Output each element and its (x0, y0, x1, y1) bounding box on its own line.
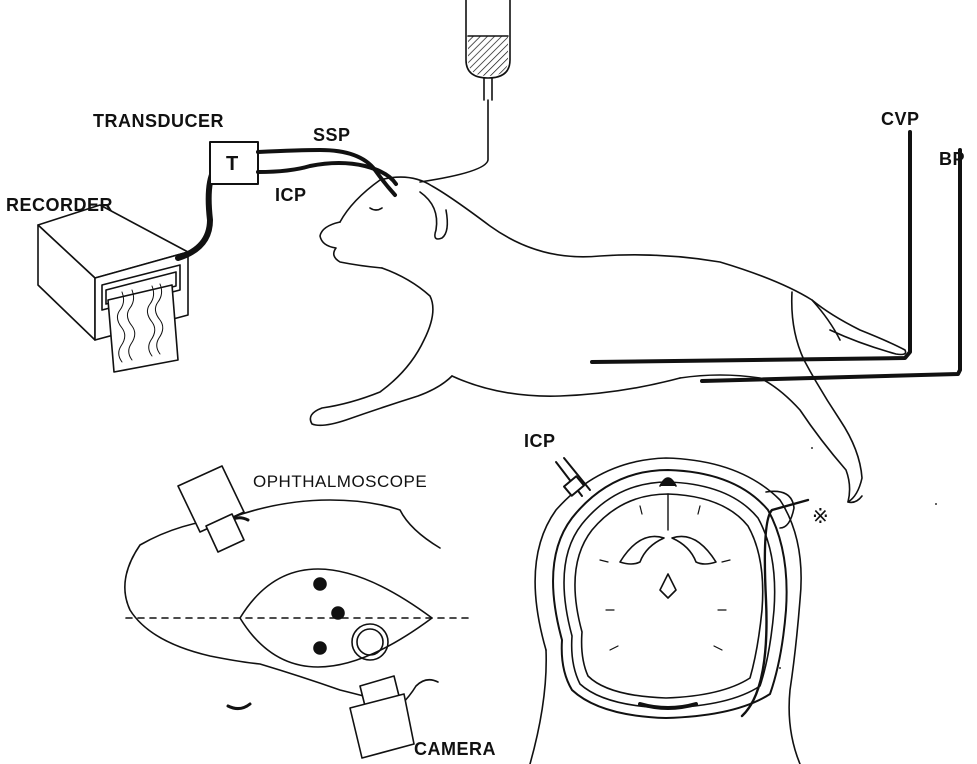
ophthalmoscope-label: OPHTHALMOSCOPE (253, 473, 427, 490)
icp-lead-label: ICP (275, 186, 307, 204)
recorder-device (38, 205, 188, 372)
recorder-label: RECORDER (6, 196, 113, 214)
ssp-label: SSP (313, 126, 351, 144)
coronal-brain-section (530, 458, 808, 764)
asterisk-marker: ※ (812, 507, 829, 527)
camera-label: CAMERA (414, 740, 496, 758)
recorder-cable (178, 170, 214, 258)
camera-device (350, 676, 414, 758)
speckle-dots (779, 447, 937, 669)
bp-line (702, 150, 960, 381)
bp-label: BP (939, 150, 965, 168)
transducer-box-label: T (226, 154, 239, 174)
dog-outline (310, 177, 905, 502)
ophthalmoscope-device (178, 466, 244, 552)
cvp-line (592, 132, 910, 362)
head-top-view (125, 500, 470, 709)
iv-infusion-bag (420, 0, 510, 182)
icp-section-label: ICP (524, 432, 556, 450)
transducer-label: TRANSDUCER (93, 112, 224, 130)
cvp-label: CVP (881, 110, 920, 128)
